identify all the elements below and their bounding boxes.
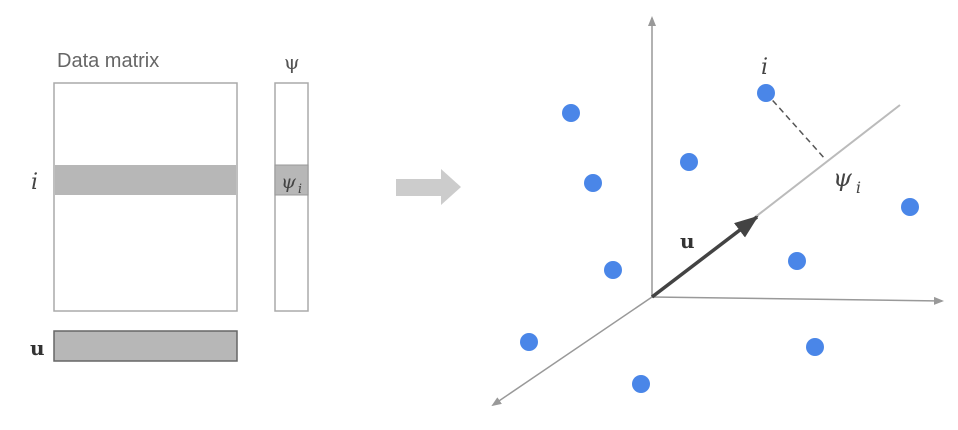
matrix-row-i (55, 165, 236, 195)
transform-arrow-icon (396, 169, 461, 205)
data-point (520, 333, 538, 351)
psi-title: ψ (284, 50, 300, 74)
data-point (584, 174, 602, 192)
point-label-i: i (761, 55, 768, 80)
u-vector-arrow (650, 215, 759, 299)
row-label-i: i (31, 170, 38, 195)
data-point (632, 375, 650, 393)
vector-label-u: u (680, 229, 695, 253)
data-point (901, 198, 919, 216)
u-label: u (30, 336, 45, 360)
data-point (806, 338, 824, 356)
data-point (788, 252, 806, 270)
matrix-title: Data matrix (57, 50, 159, 72)
psi-cell-i (274, 164, 309, 196)
axis-depth (491, 296, 653, 407)
data-point (562, 104, 580, 122)
data-point (680, 153, 698, 171)
data-matrix (53, 82, 238, 312)
axis-horizontal (651, 296, 944, 305)
data-points (520, 84, 919, 393)
data-point (604, 261, 622, 279)
psi-column (274, 82, 309, 312)
data-point-i (757, 84, 775, 102)
projection-dashed-line (765, 92, 827, 161)
u-vector-bar (53, 330, 238, 362)
